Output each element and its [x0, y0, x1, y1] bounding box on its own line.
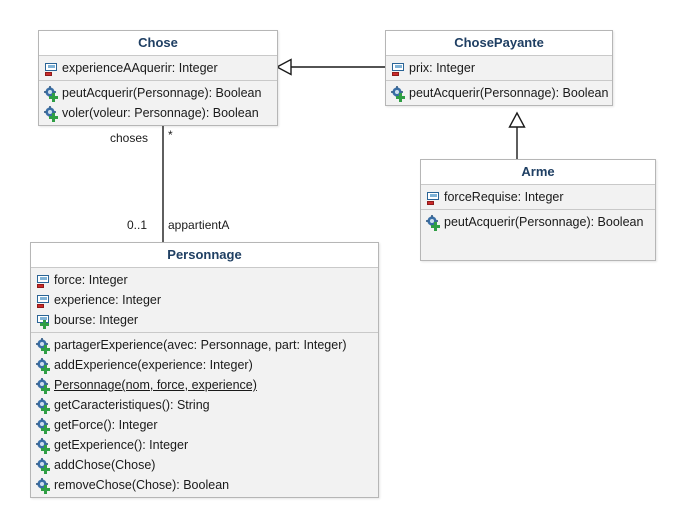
operation-row[interactable]: partagerExperience(avec: Personnage, par… [31, 335, 378, 355]
operation-public-icon [36, 397, 51, 414]
attribute-row[interactable]: prix: Integer [386, 58, 612, 78]
attributes-section-chosepayante: prix: Integer [386, 56, 612, 81]
operation-label: getCaracteristiques(): String [54, 398, 210, 412]
operation-row[interactable]: removeChose(Chose): Boolean [31, 475, 378, 495]
attributes-section-arme: forceRequise: Integer [421, 185, 655, 210]
operation-row[interactable]: getExperience(): Integer [31, 435, 378, 455]
operation-label: addChose(Chose) [54, 458, 156, 472]
operation-label: peutAcquerir(Personnage): Boolean [409, 86, 609, 100]
operations-section-arme: peutAcquerir(Personnage): Boolean [421, 210, 655, 260]
operation-public-icon [36, 437, 51, 454]
attribute-public-icon [36, 313, 51, 329]
class-title-chose: Chose [39, 31, 277, 56]
attribute-private-icon [391, 61, 406, 76]
operations-section-personnage: partagerExperience(avec: Personnage, par… [31, 333, 378, 497]
edge-label-multiplicity-star: * [168, 128, 173, 142]
class-title-arme: Arme [421, 160, 655, 185]
attribute-row[interactable]: experienceAAquerir: Integer [39, 58, 277, 78]
operation-label: getExperience(): Integer [54, 438, 189, 452]
attribute-label: bourse: Integer [54, 313, 139, 327]
operations-section-chose: peutAcquerir(Personnage): Boolean voler(… [39, 81, 277, 125]
attribute-label: experienceAAquerir: Integer [62, 61, 218, 75]
attribute-row[interactable]: experience: Integer [31, 290, 378, 310]
operation-public-icon [36, 337, 51, 354]
operation-label: peutAcquerir(Personnage): Boolean [62, 86, 262, 100]
attribute-label: experience: Integer [54, 293, 162, 307]
operation-public-icon [44, 85, 59, 102]
attribute-row[interactable]: bourse: Integer [31, 310, 378, 330]
operation-row[interactable]: getCaracteristiques(): String [31, 395, 378, 415]
generalization-arme-to-chosepayante [508, 111, 526, 159]
operation-row[interactable]: voler(voleur: Personnage): Boolean [39, 103, 277, 123]
attribute-label: prix: Integer [409, 61, 476, 75]
class-title-chosepayante: ChosePayante [386, 31, 612, 56]
operations-section-chosepayante: peutAcquerir(Personnage): Boolean [386, 81, 612, 105]
operation-public-icon [44, 105, 59, 122]
class-box-chose[interactable]: Chose experienceAAquerir: Integer peutAc… [38, 30, 278, 126]
operation-public-icon [36, 477, 51, 494]
attribute-private-icon [36, 273, 51, 288]
class-title-personnage: Personnage [31, 243, 378, 268]
operation-public-icon [36, 417, 51, 434]
operation-row[interactable]: peutAcquerir(Personnage): Boolean [39, 83, 277, 103]
operation-row[interactable]: addExperience(experience: Integer) [31, 355, 378, 375]
operation-label: partagerExperience(avec: Personnage, par… [54, 338, 347, 352]
operation-row[interactable]: Personnage(nom, force, experience) [31, 375, 378, 395]
operation-public-icon [391, 85, 406, 102]
attribute-label: forceRequise: Integer [444, 190, 564, 204]
attributes-section-chose: experienceAAquerir: Integer [39, 56, 277, 81]
generalization-chosepayante-to-chose [275, 58, 385, 76]
operation-row[interactable]: addChose(Chose) [31, 455, 378, 475]
attribute-private-icon [44, 61, 59, 76]
operation-label-static: Personnage(nom, force, experience) [54, 378, 257, 392]
attribute-private-icon [426, 190, 441, 205]
edge-label-multiplicity-zero-one: 0..1 [127, 218, 148, 232]
operation-label: addExperience(experience: Integer) [54, 358, 253, 372]
operation-row[interactable]: peutAcquerir(Personnage): Boolean [386, 83, 612, 103]
attribute-row[interactable]: forceRequise: Integer [421, 187, 655, 207]
edge-label-role-choses: choses [110, 131, 149, 145]
operation-public-icon [36, 377, 51, 394]
operation-label: getForce(): Integer [54, 418, 158, 432]
class-box-chosepayante[interactable]: ChosePayante prix: Integer peutAcquerir(… [385, 30, 613, 106]
attribute-private-icon [36, 293, 51, 308]
edge-label-association-name: appartientA [168, 218, 230, 232]
operation-row[interactable]: peutAcquerir(Personnage): Boolean [421, 212, 655, 232]
operation-public-icon [36, 457, 51, 474]
operation-label: removeChose(Chose): Boolean [54, 478, 230, 492]
operation-public-icon [426, 214, 441, 231]
class-box-personnage[interactable]: Personnage force: Integer experience: In… [30, 242, 379, 498]
attributes-section-personnage: force: Integer experience: Integer bours… [31, 268, 378, 333]
operation-public-icon [36, 357, 51, 374]
operation-row[interactable]: getForce(): Integer [31, 415, 378, 435]
operation-label: peutAcquerir(Personnage): Boolean [444, 215, 644, 229]
operation-label: voler(voleur: Personnage): Boolean [62, 106, 259, 120]
attribute-label: force: Integer [54, 273, 128, 287]
attribute-row[interactable]: force: Integer [31, 270, 378, 290]
class-box-arme[interactable]: Arme forceRequise: Integer peutAcquerir(… [420, 159, 656, 261]
